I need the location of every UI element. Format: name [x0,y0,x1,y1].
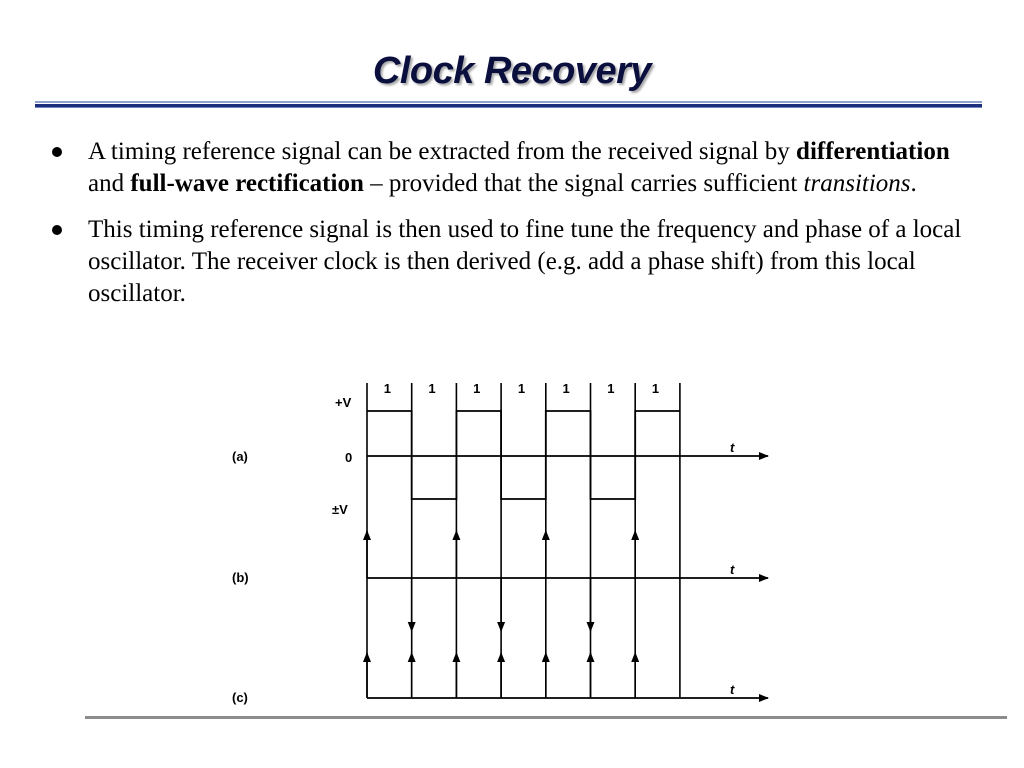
footer-divider [85,716,1007,719]
title-underline [35,101,982,108]
waveform-c [363,652,769,702]
bit-label: 1 [428,381,435,396]
bit-label: 1 [563,381,570,396]
time-label-a: t [730,440,735,455]
bullet-icon [52,147,62,157]
bullet-list: A timing reference signal can be extract… [48,136,988,324]
slide-title: Clock Recovery [372,50,652,92]
label-plus-v: +V [335,395,352,410]
time-label-b: t [730,562,735,577]
bullet-item: A timing reference signal can be extract… [48,136,988,200]
time-label-c: t [730,682,735,697]
bullet-icon [52,225,62,235]
bit-label: 1 [607,381,614,396]
waveform-a [367,410,769,500]
label-pm-v: ±V [332,502,348,517]
clock-recovery-diagram: 1 1 1 1 1 1 1 +V 0 ±V (a) t (b) t (c) t [220,375,790,710]
bit-label: 1 [473,381,480,396]
row-label-b: (b) [232,570,249,585]
row-label-c: (c) [232,690,248,705]
bullet-item: This timing reference signal is then use… [48,214,988,310]
bit-boundary-lines [366,383,681,697]
waveform-b [363,530,769,632]
label-zero: 0 [345,450,352,465]
row-label-a: (a) [232,449,248,464]
waveform-figure: 1 1 1 1 1 1 1 +V 0 ±V (a) t (b) t (c) t [232,381,769,705]
bit-label: 1 [384,381,391,396]
waveform-a-line [367,410,680,500]
bold-term-rectification: full-wave rectification [130,170,364,197]
bit-label: 1 [652,381,659,396]
bold-term-differentiation: differentiation [796,138,950,165]
italic-term-transitions: transitions [803,170,911,197]
bit-label: 1 [518,381,525,396]
diagram-labels: 1 1 1 1 1 1 1 +V 0 ±V (a) t (b) t (c) t [232,381,735,705]
